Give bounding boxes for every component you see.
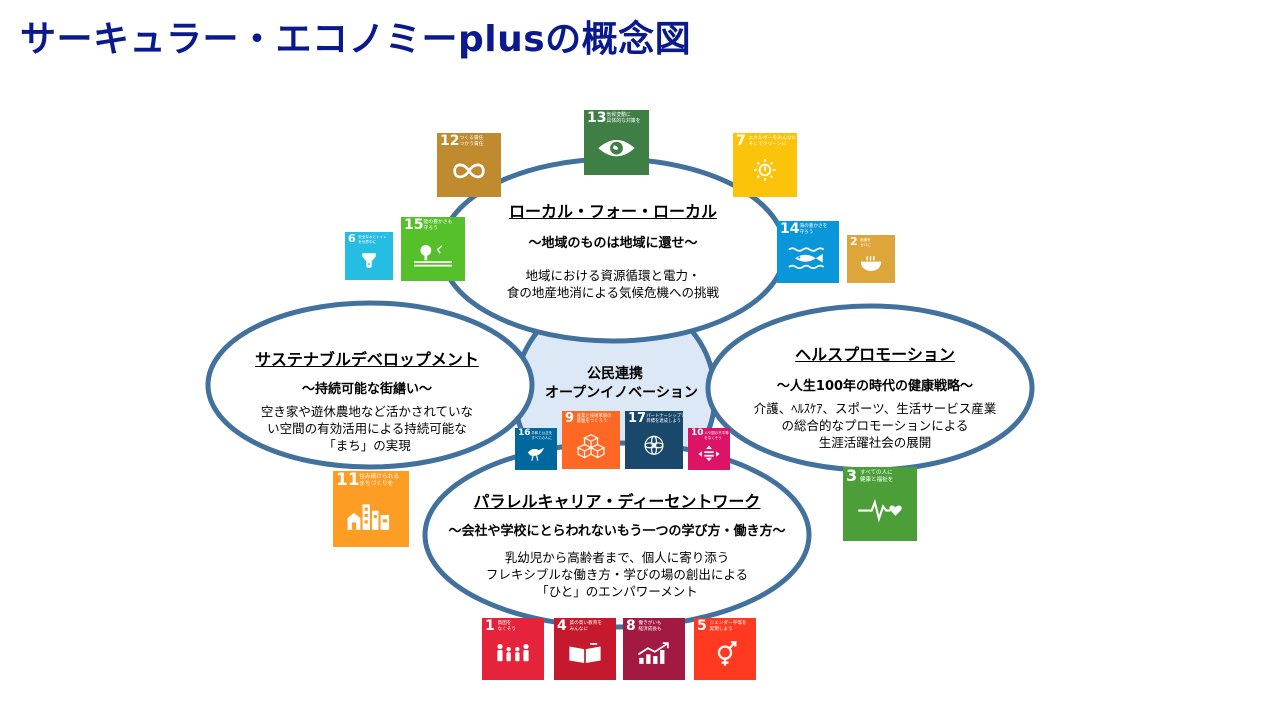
center-label: 公民連携 オープンイノベーション <box>545 365 698 403</box>
dove-icon <box>527 447 545 461</box>
city-icon <box>347 504 390 530</box>
sdg-number: 13 <box>587 110 607 126</box>
sdg-label: 貧困をなくそう <box>497 621 517 632</box>
eye-icon <box>598 140 635 157</box>
health-subtitle: ～人生100年の時代の健康戦略～ <box>776 379 974 394</box>
flower-icon <box>644 435 664 456</box>
career-body: 乳幼児から高齢者まで、個人に寄り添う フレキシブルな働き方・学びの場の創出による… <box>485 550 749 599</box>
growth-icon <box>637 642 669 665</box>
infinity-icon <box>453 163 485 179</box>
career-subtitle: ～会社や学校にとらわれないもう一つの学び方・働き方～ <box>448 524 786 539</box>
sdg-number: 1 <box>485 618 495 634</box>
sustainable-text-block: サステナブルデベロップメント ～持続可能な街繕い～ 空き家や遊休農地など活かされ… <box>222 346 512 454</box>
center-line2: オープンイノベーション <box>545 385 698 401</box>
sdg-number: 6 <box>348 232 356 245</box>
health-text-block: ヘルスプロモーション ～人生100年の時代の健康戦略～ 介護、ﾍﾙｽｹｱ、スポー… <box>730 341 1020 451</box>
sustainable-heading: サステナブルデベロップメント <box>255 350 479 369</box>
health-heading: ヘルスプロモーション <box>795 345 955 364</box>
sdg-number: 5 <box>697 618 707 634</box>
sdg-label: 住み続けられるまちづくりを <box>359 474 400 487</box>
people-icon <box>497 644 529 662</box>
sdg-label: 気候変動に具体的な対策を <box>606 112 641 124</box>
sustainable-body: 空き家や遊休農地など活かされていな い空間の有効活用による持続可能な 「まち」の… <box>260 404 474 453</box>
sun-icon <box>754 159 776 181</box>
sdg-number: 4 <box>557 618 567 634</box>
sdg-label: つくる責任つかう責任 <box>459 136 484 147</box>
sdg-label: エネルギーをみんなにそしてクリーンに <box>748 136 797 147</box>
health-body: 介護、ﾍﾙｽｹｱ、スポーツ、生活サービス産業 の総合的なプロモーションによる 生… <box>753 401 997 450</box>
heartbeat-icon <box>858 499 902 523</box>
career-heading: パラレルキャリア・ディーセントワーク <box>473 492 761 511</box>
sdg-label: 人や国の不平等をなくそう <box>704 431 729 440</box>
sdg-label: 産業と技術革新の基盤をつくろう <box>576 414 612 425</box>
sdg-label: 海の豊かさを守ろう <box>799 224 828 235</box>
sdg-label: 働きがいも経済成長も <box>638 621 662 632</box>
sdg-label: 質の高い教育をみんなに <box>569 621 602 632</box>
tree-icon <box>414 245 452 267</box>
sdg-label: 安全な水とトイレを世界中に <box>358 235 387 244</box>
sdg-number: 9 <box>565 411 575 426</box>
sdg-number: 17 <box>628 411 647 426</box>
equal-icon <box>698 445 720 462</box>
cubes-icon <box>576 434 606 459</box>
local-subtitle: ～地域のものは地域に還せ～ <box>528 236 698 251</box>
local-heading: ローカル・フォー・ローカル <box>508 202 717 221</box>
sdg-number: 7 <box>736 133 746 149</box>
sdg-number: 2 <box>850 235 858 248</box>
sdg-label: すべての人に健康と福祉を <box>860 470 894 483</box>
sdg-number: 14 <box>780 221 800 237</box>
sdg-number: 16 <box>518 428 531 438</box>
center-line1: 公民連携 <box>587 366 643 382</box>
career-text-block: パラレルキャリア・ディーセントワーク ～会社や学校にとらわれないもう一つの学び方… <box>432 488 802 600</box>
fish-icon <box>788 247 825 270</box>
sdg-number: 11 <box>336 471 360 490</box>
sdg-label: 平和と公正をすべての人に <box>531 431 553 440</box>
sdg-number: 3 <box>846 467 858 485</box>
sdg-number: 10 <box>691 428 704 438</box>
sdg-number: 8 <box>626 618 636 634</box>
sdg-label: 陸の豊かさも守ろう <box>423 220 453 231</box>
book-icon <box>569 643 601 664</box>
bowl-icon <box>860 255 882 271</box>
local-body: 地域における資源循環と電力・ 食の地産地消による気候危機への挑戦 <box>506 268 720 300</box>
sdg-number: 15 <box>404 217 424 233</box>
page-title: サーキュラー・エコノミーplusの概念図 <box>20 19 692 60</box>
sdg-label: ジェンダー平等を実現しよう <box>709 621 747 632</box>
sustainable-subtitle: ～持続可能な街繕い～ <box>301 382 432 397</box>
sustainable-ellipse <box>205 300 535 470</box>
sdg-number: 12 <box>440 133 460 149</box>
sdg-label: パートナーシップで目標を達成しよう <box>646 414 683 425</box>
gender-icon <box>717 641 737 667</box>
water-icon <box>362 253 376 268</box>
local-text-block: ローカル・フォー・ローカル ～地域のものは地域に還せ～ 地域における資源循環と電… <box>463 198 763 301</box>
sdg-label: 飢餓をゼロに <box>860 238 872 247</box>
